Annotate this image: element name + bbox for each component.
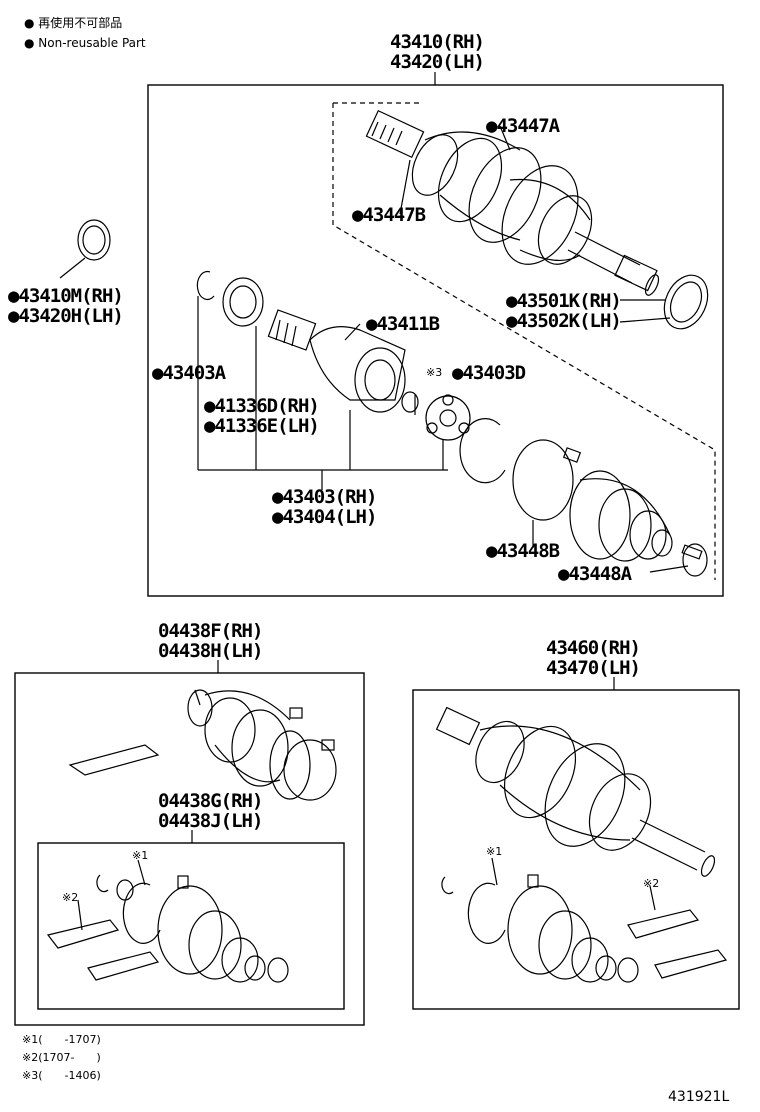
footnote-2: ※2(1707- ) bbox=[22, 1051, 101, 1064]
part-43502k[interactable]: ●43502K(LH) bbox=[506, 310, 622, 332]
group-04438h-lh[interactable]: 04438H(LH) bbox=[158, 640, 263, 662]
part-43410m[interactable]: ●43410M(RH) bbox=[8, 285, 124, 307]
part-43403-rh[interactable]: ●43403(RH) bbox=[272, 486, 377, 508]
snap-ring-a-art bbox=[196, 270, 215, 301]
hub-seal-art bbox=[77, 219, 111, 261]
footnote-1: ※1( -1707) bbox=[22, 1033, 101, 1046]
legend-line-1: ● 再使用不可部品 bbox=[24, 16, 123, 30]
inner-kit-art bbox=[46, 859, 289, 983]
group-43410-rh[interactable]: 43410(RH) bbox=[390, 31, 485, 53]
group-43420-lh[interactable]: 43420(LH) bbox=[390, 51, 485, 73]
part-43447a[interactable]: ●43447A bbox=[486, 115, 560, 137]
footnote-3: ※3( -1406) bbox=[22, 1069, 101, 1082]
part-41336d[interactable]: ●41336D(RH) bbox=[204, 395, 320, 417]
part-43448b[interactable]: ●43448B bbox=[486, 540, 560, 562]
inner-boot-art bbox=[569, 470, 673, 562]
group-43460-rh[interactable]: 43460(RH) bbox=[546, 637, 641, 659]
part-43420h[interactable]: ●43420H(LH) bbox=[8, 305, 124, 327]
diagram-code: 431921L bbox=[668, 1089, 730, 1105]
group-04438j-lh[interactable]: 04438J(LH) bbox=[158, 810, 263, 832]
group-04438g-rh[interactable]: 04438G(RH) bbox=[158, 790, 263, 812]
part-43403a[interactable]: ●43403A bbox=[152, 362, 226, 384]
tripod-art bbox=[425, 394, 471, 441]
snap-ring-d-art bbox=[459, 418, 506, 484]
shaft-box bbox=[412, 689, 740, 1010]
outer-joint-assembly-art bbox=[365, 109, 660, 296]
part-43404-lh[interactable]: ●43404(LH) bbox=[272, 506, 377, 528]
boot-band-b-art bbox=[512, 439, 574, 521]
inner-kit-box bbox=[37, 842, 345, 1010]
inner-joint-art bbox=[267, 309, 406, 413]
footnote-mark-3: ※3 bbox=[426, 366, 443, 379]
boot-band-a-art bbox=[682, 543, 708, 577]
part-43448a[interactable]: ●43448A bbox=[558, 563, 632, 585]
mark-2-inner-kit: ※2 bbox=[62, 891, 79, 904]
part-43403d[interactable]: ●43403D bbox=[452, 362, 526, 384]
small-ring-art bbox=[401, 391, 419, 413]
mark-1-shaft-kit: ※1 bbox=[486, 845, 503, 858]
dust-seal-art bbox=[663, 274, 709, 330]
main-assembly-box bbox=[147, 84, 724, 597]
mark-1-inner-kit: ※1 bbox=[132, 849, 149, 862]
group-43470-lh[interactable]: 43470(LH) bbox=[546, 657, 641, 679]
group-04438f-rh[interactable]: 04438F(RH) bbox=[158, 620, 263, 642]
inner-seal-art bbox=[222, 277, 264, 327]
boot-kit-box bbox=[14, 672, 365, 1026]
part-43447b[interactable]: ●43447B bbox=[352, 204, 426, 226]
mark-2-shaft-kit: ※2 bbox=[643, 877, 660, 890]
part-41336e[interactable]: ●41336E(LH) bbox=[204, 415, 320, 437]
part-43411b[interactable]: ●43411B bbox=[366, 313, 440, 335]
legend-line-2: ● Non-reusable Part bbox=[24, 36, 146, 50]
part-43501k[interactable]: ●43501K(RH) bbox=[506, 290, 622, 312]
shaft-assembly-art bbox=[435, 706, 728, 983]
boot-kit-art bbox=[68, 689, 337, 801]
